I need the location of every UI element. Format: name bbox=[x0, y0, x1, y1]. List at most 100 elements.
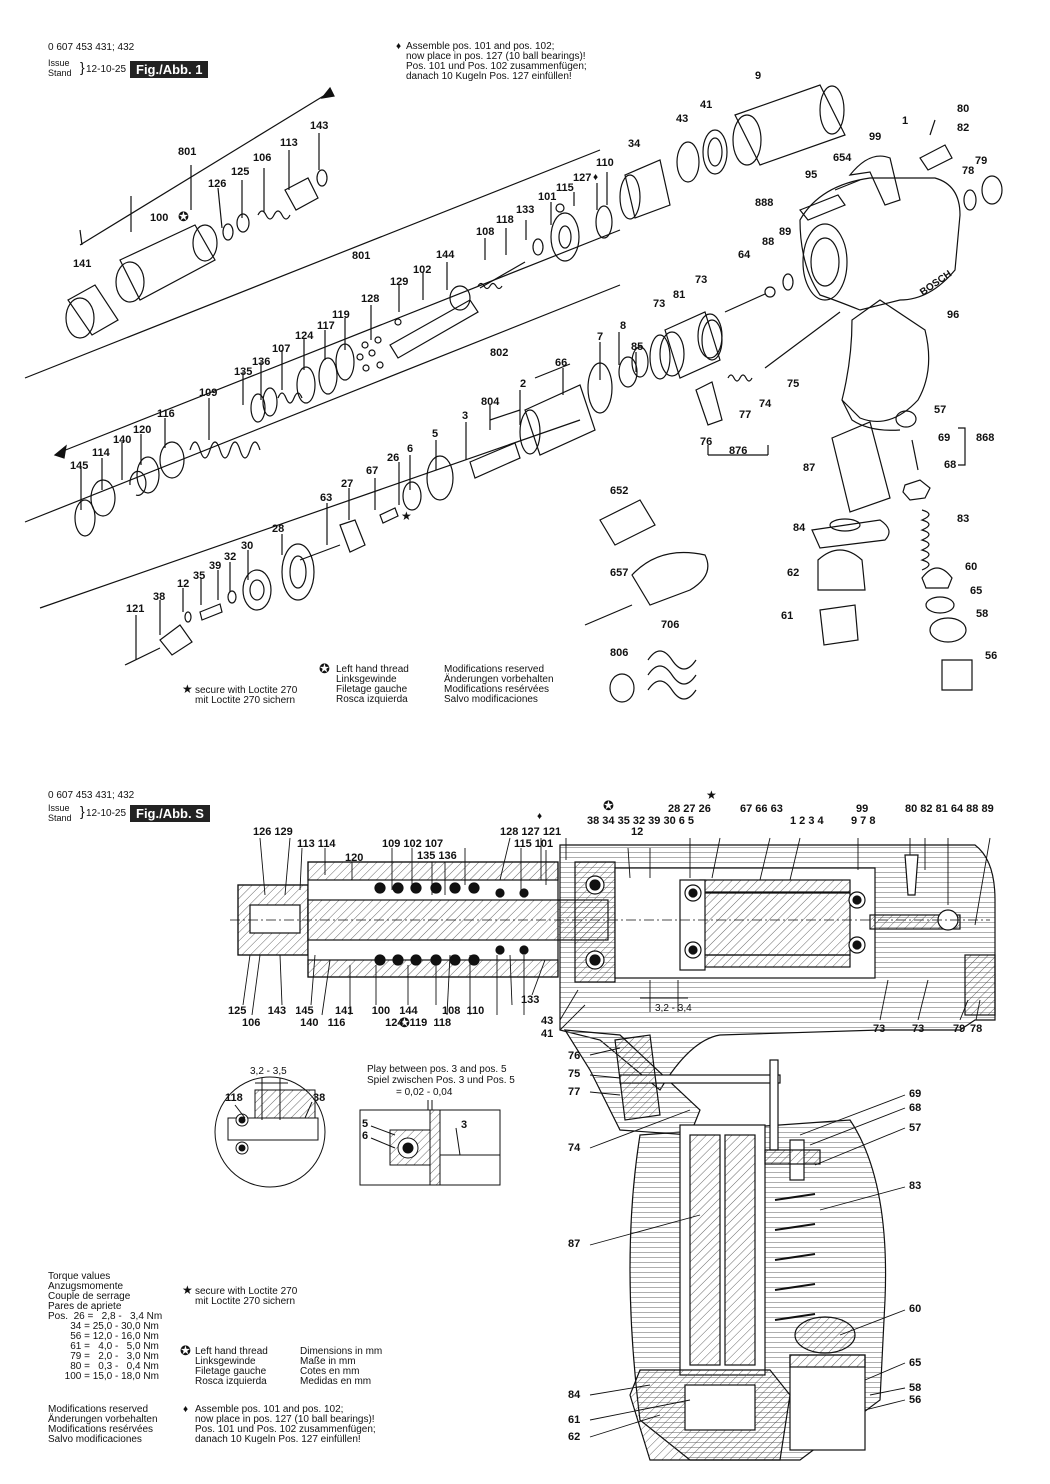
loctite-star-icon: ★ bbox=[182, 682, 193, 696]
play-note-en: Play between pos. 3 and pos. 5 bbox=[367, 1064, 507, 1075]
label-39: 39 bbox=[209, 560, 222, 572]
label-67: 67 bbox=[366, 465, 379, 477]
label-68: 68 bbox=[944, 459, 957, 471]
left-hand-thread-icon: ✪ bbox=[603, 798, 614, 813]
diamond-icon: ♦ bbox=[183, 1404, 189, 1415]
label-63: 63 bbox=[320, 492, 333, 504]
dims-en: Dimensions in mm bbox=[300, 1346, 383, 1357]
s2-label-84: 84 bbox=[568, 1389, 581, 1401]
label-118: 118 bbox=[496, 214, 514, 226]
s2-top-80-89: 80 82 81 64 88 89 bbox=[905, 803, 994, 815]
torque-row: 56 = 12,0 - 16,0 Nm bbox=[48, 1331, 159, 1342]
loctite-star-icon: ★ bbox=[182, 1283, 193, 1297]
torque-title-fr: Couple de serrage bbox=[48, 1291, 131, 1302]
s2-loctite-en: secure with Loctite 270 bbox=[195, 1286, 298, 1297]
label-78: 78 bbox=[962, 165, 975, 177]
label-62: 62 bbox=[787, 567, 800, 579]
detail-label-3: 3 bbox=[461, 1119, 468, 1131]
label-30: 30 bbox=[241, 540, 254, 552]
label-110: 110 bbox=[596, 157, 614, 169]
fig-label: Fig./Abb. 1 bbox=[130, 61, 209, 78]
torque-title-es: Pares de apriete bbox=[48, 1301, 122, 1312]
label-28: 28 bbox=[272, 523, 285, 535]
label-876: 876 bbox=[729, 445, 748, 457]
label-27: 27 bbox=[341, 478, 354, 490]
label-64: 64 bbox=[738, 249, 751, 261]
s2-top-28-27-26: 28 27 26 bbox=[668, 803, 711, 815]
label-8: 8 bbox=[620, 320, 627, 332]
label-61: 61 bbox=[781, 610, 794, 622]
detail-label-38: 38 bbox=[313, 1092, 326, 1104]
left-hand-thread-icon: ✪ bbox=[319, 661, 330, 676]
label-804: 804 bbox=[481, 396, 500, 408]
label-113: 113 bbox=[280, 137, 298, 149]
stand-label-2: Stand bbox=[48, 813, 72, 823]
s2-top-113-114: 113 114 bbox=[297, 838, 336, 850]
label-657: 657 bbox=[610, 567, 629, 579]
label-73b: 73 bbox=[653, 298, 666, 310]
label-119: 119 bbox=[332, 309, 350, 321]
label-26: 26 bbox=[387, 452, 400, 464]
issue-label: Issue bbox=[48, 58, 70, 68]
label-34: 34 bbox=[628, 138, 641, 150]
s2-label-87: 87 bbox=[568, 1238, 581, 1250]
s2-lht-es: Rosca izquierda bbox=[195, 1376, 267, 1387]
date: 12-10-25 bbox=[86, 64, 127, 75]
s2-label-61: 61 bbox=[568, 1414, 581, 1426]
label-7: 7 bbox=[597, 331, 604, 343]
torque-row: Pos. 26 = 2,8 - 3,4 Nm bbox=[48, 1311, 163, 1322]
label-83: 83 bbox=[957, 513, 970, 525]
label-69: 69 bbox=[938, 432, 951, 444]
s2-label-58: 58 bbox=[909, 1382, 922, 1394]
label-126: 126 bbox=[208, 178, 227, 190]
label-145: 145 bbox=[70, 460, 89, 472]
label-115: 115 bbox=[556, 182, 574, 194]
s2-label-83: 83 bbox=[909, 1180, 922, 1192]
label-75: 75 bbox=[787, 378, 800, 390]
part-number: 0 607 453 431; 432 bbox=[48, 42, 135, 53]
left-hand-thread-icon: ✪ bbox=[178, 209, 189, 224]
label-6: 6 bbox=[407, 443, 414, 455]
s2-label-79: 79 bbox=[953, 1023, 966, 1035]
s2-label-74: 74 bbox=[568, 1142, 581, 1154]
play-note-de: Spiel zwischen Pos. 3 und Pos. 5 bbox=[367, 1075, 515, 1086]
label-89: 89 bbox=[779, 226, 792, 238]
loctite-en: secure with Loctite 270 bbox=[195, 685, 298, 696]
label-77: 77 bbox=[739, 409, 752, 421]
label-102: 102 bbox=[413, 264, 432, 276]
s2-top-128-127-121: 128 127 121 bbox=[500, 826, 562, 838]
s2-top-120: 120 bbox=[345, 852, 364, 864]
s2-mods-en: Modifications reserved bbox=[48, 1404, 149, 1415]
torque-title-en: Torque values bbox=[48, 1271, 111, 1282]
label-73a: 73 bbox=[695, 274, 708, 286]
torque-row: 100 = 15,0 - 18,0 Nm bbox=[48, 1371, 159, 1382]
label-143: 143 bbox=[310, 120, 329, 132]
label-654: 654 bbox=[833, 152, 852, 164]
label-121: 121 bbox=[126, 603, 145, 615]
label-806: 806 bbox=[610, 647, 629, 659]
detail-label-5: 5 bbox=[362, 1118, 369, 1130]
s2-label-78: 78 bbox=[970, 1023, 983, 1035]
label-60: 60 bbox=[965, 561, 978, 573]
loctite-star-icon: ★ bbox=[706, 788, 717, 802]
label-65: 65 bbox=[970, 585, 983, 597]
s2-label-73a: 73 bbox=[873, 1023, 886, 1035]
s2-bottom-row-2: 106 140 116 124 119 118 bbox=[242, 1017, 452, 1029]
s2-mods-fr: Modifications resérvées bbox=[48, 1424, 154, 1435]
s2-lht-fr: Filetage gauche bbox=[195, 1366, 267, 1377]
label-127: 127 bbox=[573, 172, 592, 184]
dims-fr: Cotes en mm bbox=[300, 1366, 360, 1377]
s2-top-126-129: 126 129 bbox=[253, 826, 293, 838]
detail-label-118: 118 bbox=[225, 1092, 243, 1104]
s2-label-43: 43 bbox=[541, 1015, 554, 1027]
s2-lht-en: Left hand thread bbox=[195, 1346, 268, 1357]
diamond-icon: ♦ bbox=[537, 811, 543, 822]
label-124: 124 bbox=[295, 330, 314, 342]
issue-label-2: Issue bbox=[48, 803, 70, 813]
label-88: 88 bbox=[762, 236, 775, 248]
label-12: 12 bbox=[177, 578, 190, 590]
label-96: 96 bbox=[947, 309, 960, 321]
label-79: 79 bbox=[975, 155, 988, 167]
label-133: 133 bbox=[516, 204, 535, 216]
